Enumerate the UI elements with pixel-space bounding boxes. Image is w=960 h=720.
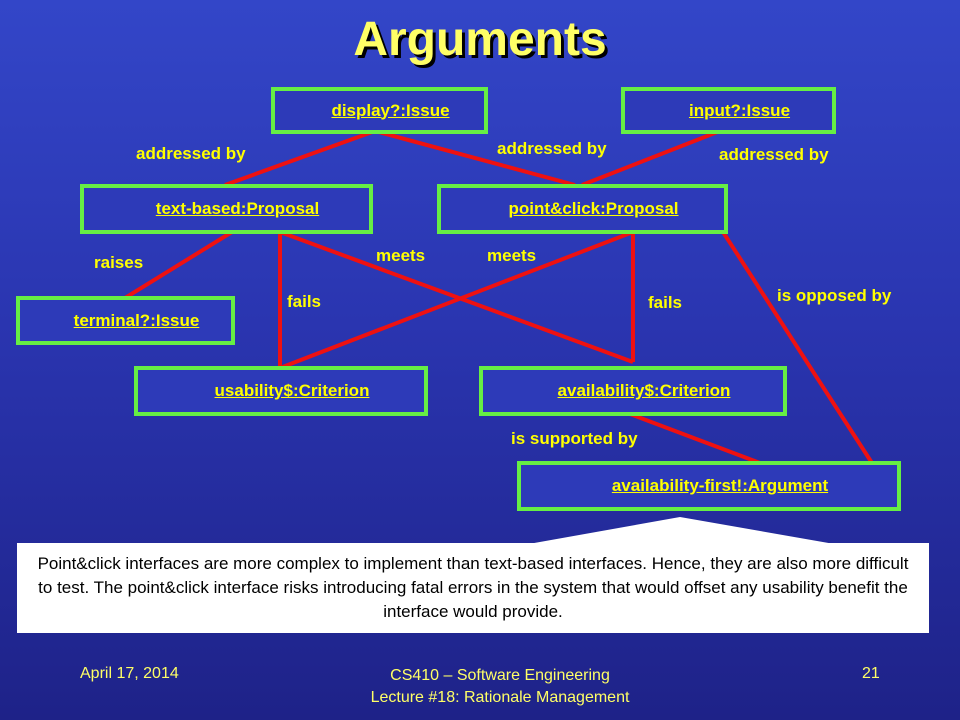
label-addressed-by-left: addressed by xyxy=(136,144,246,163)
label-raises: raises xyxy=(94,253,144,272)
edge-text-availability-meets xyxy=(279,230,634,364)
label-is-supported-by: is supported by xyxy=(511,429,638,448)
node-argument: availability-first!:Argument xyxy=(517,461,901,511)
footer-course: CS410 – Software Engineering Lecture #18… xyxy=(330,665,670,709)
footer-course-line1: CS410 – Software Engineering xyxy=(390,667,610,684)
slide-title: Arguments xyxy=(353,13,607,66)
edge-point-argument xyxy=(721,230,874,465)
node-input-issue: input?:Issue xyxy=(621,87,836,134)
label-fails-left: fails xyxy=(287,292,322,311)
edge-point-usability-meets xyxy=(279,230,634,370)
edge-display-text xyxy=(224,129,376,187)
node-text-proposal: text-based:Proposal xyxy=(80,184,373,234)
label-addressed-by-right: addressed by xyxy=(719,145,829,164)
label-addressed-by-mid: addressed by xyxy=(497,139,607,158)
node-terminal-issue: terminal?:Issue xyxy=(16,296,235,345)
callout-note: Point&click interfaces are more complex … xyxy=(17,543,929,633)
node-availability-criterion: availability$:Criterion xyxy=(479,366,787,416)
label-meets-right: meets xyxy=(487,246,537,265)
footer-date: April 17, 2014 xyxy=(80,665,179,682)
edge-display-point xyxy=(374,129,576,187)
edge-availability-argument xyxy=(629,412,761,465)
label-fails-right: fails xyxy=(648,293,683,312)
node-point-proposal: point&click:Proposal xyxy=(437,184,728,234)
footer-course-line2: Lecture #18: Rationale Management xyxy=(370,689,630,706)
label-is-opposed-by: is opposed by xyxy=(777,286,892,305)
node-display-issue: display?:Issue xyxy=(271,87,488,134)
edge-input-point xyxy=(581,129,721,187)
node-usability-criterion: usability$:Criterion xyxy=(134,366,428,416)
footer-page-number: 21 xyxy=(862,665,880,682)
label-meets-left: meets xyxy=(376,246,426,265)
edge-text-terminal xyxy=(123,230,234,300)
